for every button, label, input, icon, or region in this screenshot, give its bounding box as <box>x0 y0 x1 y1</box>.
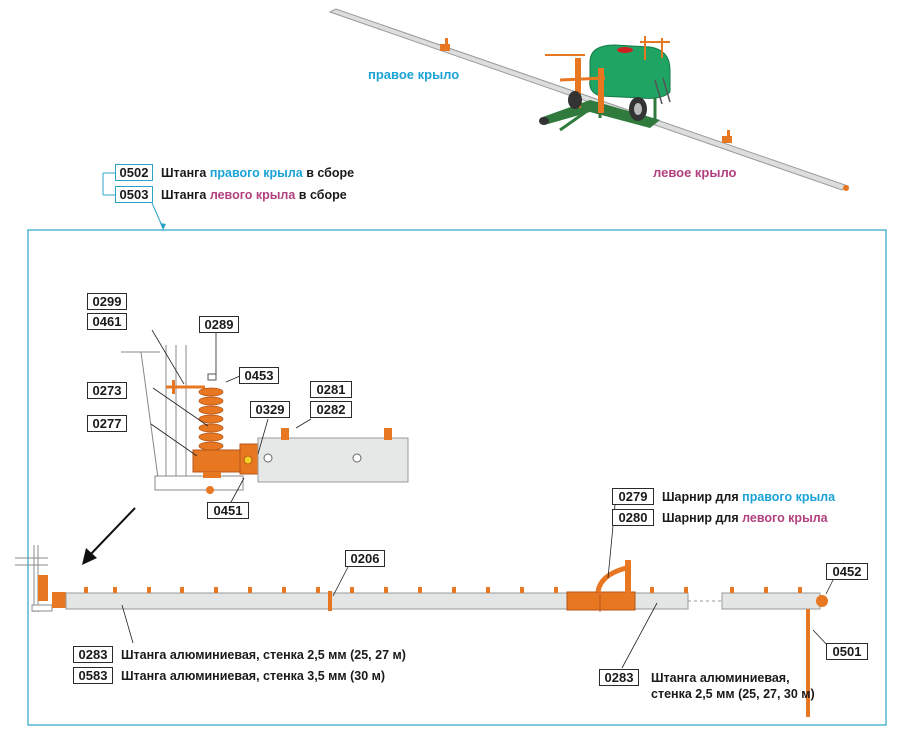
pipe-left-code-2: 0583 <box>73 667 113 684</box>
assembly-left-caption: Штанга левого крыла в сборе <box>161 188 347 202</box>
pipe-right-caption-line1: Штанга алюминиевая, <box>651 671 790 685</box>
left-wing-label: левое крыло <box>653 165 737 180</box>
part-tag-0282: 0282 <box>310 401 352 418</box>
assembly-frame <box>27 229 887 726</box>
hinge-block <box>566 591 636 611</box>
overview-boom <box>328 8 850 191</box>
pipe-left-code-1: 0283 <box>73 646 113 663</box>
part-tag-0501: 0501 <box>826 643 868 660</box>
right-wing-label: правое крыло <box>368 67 460 82</box>
part-tag-0451: 0451 <box>207 502 249 519</box>
boom-pipe-end <box>721 592 821 610</box>
part-tag-0281: 0281 <box>310 381 352 398</box>
part-tag-0452: 0452 <box>826 563 868 580</box>
part-tag-0289: 0289 <box>199 316 239 333</box>
assembly-left-code: 0503 <box>115 186 153 203</box>
part-tag-0299: 0299 <box>87 293 127 310</box>
pipe-left-caption-2: Штанга алюминиевая, стенка 3,5 мм (30 м) <box>121 669 386 683</box>
assembly-right-caption: Штанга правого крыла в сборе <box>161 166 355 180</box>
detail-view <box>121 329 409 505</box>
hinge-left-code: 0280 <box>612 509 654 526</box>
spring <box>198 387 224 451</box>
main-boom <box>15 504 834 717</box>
part-tag-0329: 0329 <box>250 401 290 418</box>
part-tag-0277: 0277 <box>87 415 127 432</box>
bracket <box>192 449 248 473</box>
part-tag-0273: 0273 <box>87 382 127 399</box>
hinge-right-caption: Шарнир для правого крыла <box>662 490 836 504</box>
pipe-right-code: 0283 <box>599 669 639 686</box>
sprayer-tank <box>589 44 671 99</box>
part-tag-0206: 0206 <box>345 550 385 567</box>
part-tag-0453: 0453 <box>239 367 279 384</box>
hinge-left-caption: Шарнир для левого крыла <box>662 511 828 525</box>
assembly-right-code: 0502 <box>115 164 153 181</box>
hinge-right-code: 0279 <box>612 488 654 505</box>
zoom-arrow <box>82 548 97 565</box>
end-rod <box>806 609 810 717</box>
pipe-right-caption-line2: стенка 2,5 мм (25, 27, 30 м) <box>651 687 815 701</box>
part-tag-0461: 0461 <box>87 313 127 330</box>
detail-pipe <box>257 437 409 483</box>
sprayer-overview <box>328 8 850 191</box>
pipe-left-caption-1: Штанга алюминиевая, стенка 2,5 мм (25, 2… <box>121 648 406 662</box>
